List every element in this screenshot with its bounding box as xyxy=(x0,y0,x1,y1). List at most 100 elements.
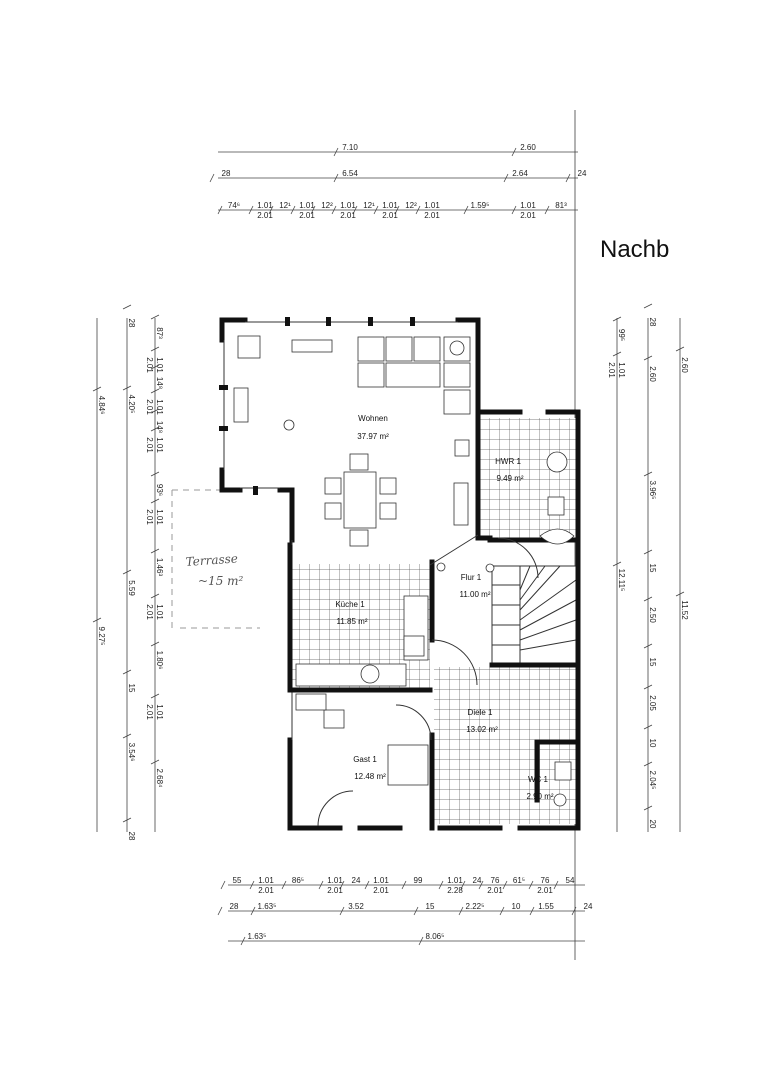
dimension-tick xyxy=(643,549,653,555)
bottom-2-dimension-value: 1.63⁵ xyxy=(258,902,277,911)
room-name-wohnen: Wohnen xyxy=(358,414,388,423)
bottom-1-dimension-value: 86⁵ xyxy=(292,876,304,885)
room-name-gast: Gast 1 xyxy=(353,755,377,764)
left-inner-dimension-value: 1.01 xyxy=(155,604,164,620)
right-outer-dimension-value: 11.52 xyxy=(680,600,689,620)
dimension-tick xyxy=(333,173,339,183)
left-inner-dimension-value: 14⁸ xyxy=(155,377,164,389)
top-3-dimension-value: 12² xyxy=(321,201,333,210)
left-middle-dimension-value: 3.54⁶ xyxy=(127,743,136,762)
neighbor-label: Nachb xyxy=(600,236,669,263)
right-inner-dimension-height: 2.01 xyxy=(607,362,616,378)
right-inner-dimension-value: 99⁵ xyxy=(617,329,626,341)
dimension-tick xyxy=(92,617,102,623)
dimension-tick xyxy=(268,205,274,215)
dimension-tick xyxy=(318,880,324,890)
bottom-3-dimension-value: 8.06⁵ xyxy=(426,932,445,941)
furniture xyxy=(233,335,575,827)
dimension-tick xyxy=(565,173,571,183)
dimension-tick xyxy=(122,817,132,823)
dimension-tick xyxy=(150,364,160,370)
dimension-tick xyxy=(150,314,160,320)
dimension-tick xyxy=(150,471,160,477)
bottom-1-dimension-value: 76 xyxy=(491,876,500,885)
dimension-tick xyxy=(331,205,337,215)
top-2-dimension-value: 28 xyxy=(222,169,231,178)
dimension-tick xyxy=(460,880,466,890)
dimension-tick xyxy=(339,880,345,890)
dimension-tick xyxy=(478,880,484,890)
bottom-1-dimension-value: 1.01 xyxy=(373,876,389,885)
top-3-dimension-value: 74⁶ xyxy=(228,201,240,210)
bottom-1-dimension-value: 1.01 xyxy=(447,876,463,885)
dimension-tick xyxy=(643,684,653,690)
terrace: Terrasse ~15 m² xyxy=(171,489,260,629)
top-3-dimension-value: 81³ xyxy=(555,201,567,210)
right-middle-dimension-value: 28 xyxy=(648,318,657,327)
dimension-tick xyxy=(150,346,160,352)
dimension-tick xyxy=(643,471,653,477)
dimension-tick xyxy=(675,591,685,597)
dimension-tick xyxy=(250,906,256,916)
dimension-tick xyxy=(217,906,223,916)
bottom-3-dimension-value: 1.63⁵ xyxy=(248,932,267,941)
bottom-1-dimension-height: 2.01 xyxy=(537,886,553,895)
left-middle-dimension-value: 5.59 xyxy=(127,580,136,596)
dimension-tick xyxy=(150,408,160,414)
terrace-label: Terrasse xyxy=(185,551,238,569)
terrace-area: ~15 m² xyxy=(198,574,244,588)
room-area-kueche: 11.85 m² xyxy=(337,617,368,626)
dimension-tick xyxy=(217,205,223,215)
right-middle-dimension-value: 2.50 xyxy=(648,607,657,623)
dimension-tick xyxy=(418,936,424,946)
top-3-dimension-height: 2.01 xyxy=(382,211,398,220)
dimension-tick xyxy=(413,906,419,916)
dimension-tick xyxy=(150,548,160,554)
right-middle-dimension-value: 15 xyxy=(648,658,657,667)
right-inner-dimension-value: 1.01 xyxy=(617,362,626,378)
right-outer-dimension-value: 2.60 xyxy=(680,357,689,373)
left-inner-dimension-value: 1.01 xyxy=(155,399,164,415)
top-1-dimension-value: 2.60 xyxy=(520,143,536,152)
dimension-tick xyxy=(675,346,685,352)
dimension-tick xyxy=(544,205,550,215)
right-middle-dimension-value: 15 xyxy=(648,564,657,573)
dimension-tick xyxy=(150,426,160,432)
dimension-tick xyxy=(122,385,132,391)
dimension-tick xyxy=(643,355,653,361)
dimension-tick xyxy=(364,880,370,890)
dimension-tick xyxy=(122,733,132,739)
dimension-tick xyxy=(612,316,622,322)
dimension-tick xyxy=(92,386,102,392)
left-inner-dimension-height: 2.01 xyxy=(145,509,154,525)
dimension-tick xyxy=(502,880,508,890)
top-3-dimension-value: 1.01 xyxy=(382,201,398,210)
room-name-diele: Diele 1 xyxy=(468,708,493,717)
top-2-dimension-value: 2.64 xyxy=(512,169,528,178)
dimension-tick xyxy=(511,205,517,215)
wc-floor xyxy=(537,742,576,824)
right-middle-dimension-value: 20 xyxy=(648,820,657,829)
dimension-tick xyxy=(612,561,622,567)
dimension-tick xyxy=(643,724,653,730)
dimension-tick xyxy=(401,880,407,890)
left-inner-dimension-value: 1.80⁶ xyxy=(155,651,164,670)
top-2-dimension-value: 6.54 xyxy=(342,169,358,178)
left-inner-dimension-value: 93⁶ xyxy=(155,484,164,496)
right-middle-dimension-value: 2.05 xyxy=(648,695,657,711)
dimension-tick xyxy=(528,880,534,890)
left-inner-dimension-height: 2.01 xyxy=(145,357,154,373)
left-inner-dimension-height: 2.01 xyxy=(145,399,154,415)
dimension-tick xyxy=(511,147,517,157)
bottom-1-dimension-height: 2.01 xyxy=(327,886,343,895)
dimension-tick xyxy=(643,805,653,811)
left-inner-dimension-value: 1.01 xyxy=(155,509,164,525)
dimension-tick xyxy=(643,761,653,767)
top-3-dimension-value: 1.01 xyxy=(520,201,536,210)
top-3-dimension-value: 12¹ xyxy=(363,201,375,210)
dimension-tick xyxy=(529,906,535,916)
room-area-diele: 13.02 m² xyxy=(466,725,498,734)
stair-steps xyxy=(492,565,577,663)
